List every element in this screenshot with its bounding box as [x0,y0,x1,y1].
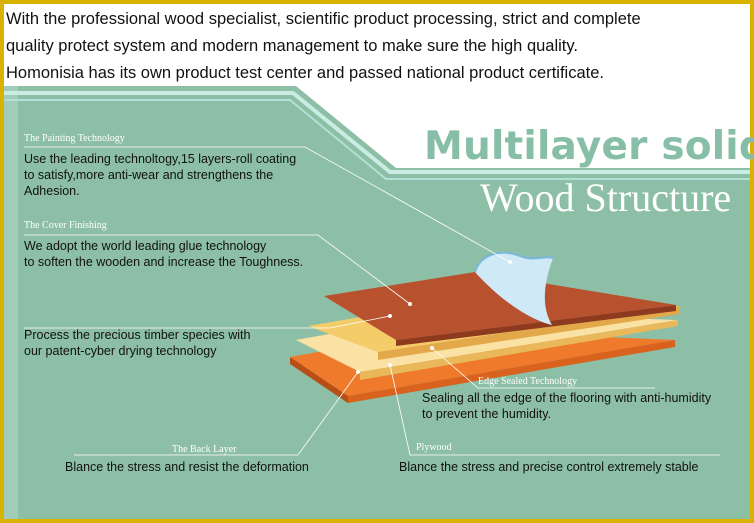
marker-back [356,370,360,374]
marker-cover [408,302,412,306]
top-layer-shape [324,272,676,340]
back-layer-front [348,340,675,403]
back-description: Blance the stress and resist the deforma… [65,459,309,475]
edge-line-1: Sealing all the edge of the flooring wit… [422,391,712,405]
left-strip [4,86,18,519]
back-title: The Back Layer [172,444,237,455]
back-line-1: Blance the stress and resist the deforma… [65,460,309,474]
back-layer-edge [290,357,348,403]
plywood-title: Plywood [416,442,452,453]
decorative-line-2 [4,99,750,180]
painting-line-2: to satisfy,more anti-wear and strengthen… [24,168,274,182]
marker-timber [388,314,392,318]
timber-description: Process the precious timber species with… [24,327,250,359]
cover-line-2: to soften the wooden and increase the To… [24,255,304,269]
edge-title: Edge Sealed Technology [478,376,578,387]
coating-edge [474,251,554,273]
marker-plywood [388,363,392,367]
painting-line-3: Adhesion. [24,184,80,198]
cover-line-1: We adopt the world leading glue technolo… [24,239,267,253]
top-layer-front [396,305,676,346]
intro-text: With the professional wood specialist, s… [6,6,746,87]
painting-title: The Painting Technology [24,133,125,144]
marker-edge [430,346,434,350]
leader-back [74,371,359,456]
plywood-description: Blance the stress and precise control ex… [399,459,698,475]
intro-line-2: quality protect system and modern manage… [6,37,578,55]
cover-description: We adopt the world leading glue technolo… [24,238,303,270]
leader-timber [24,315,391,329]
edge-description: Sealing all the edge of the flooring wit… [422,390,711,422]
cover-title: The Cover Finishing [24,220,107,231]
intro-line-3: Homonisia has its own product test cente… [6,64,604,82]
coating-film [475,252,553,325]
edge-line-2: to prevent the humidity. [422,407,552,421]
painting-line-1: Use the leading technoltogy,15 layers-ro… [24,152,297,166]
title-multilayer: Multilayer solid [424,124,754,169]
plywood-front [360,320,678,380]
decorative-line-1 [4,91,750,174]
marker-painting [508,260,512,264]
leader-edge [431,347,655,389]
timber-line-2: our patent-cyber drying technology [24,344,217,358]
leader-cover [24,234,411,305]
timber-line-1: Process the precious timber species with [24,328,251,342]
painting-description: Use the leading technoltogy,15 layers-ro… [24,151,296,199]
leader-plywood [389,364,720,456]
title-band [296,86,750,168]
leader-painting [24,146,511,263]
title-wood-structure: Wood Structure [480,175,732,220]
plywood-line-1: Blance the stress and precise control ex… [399,460,699,474]
intro-line-1: With the professional wood specialist, s… [6,10,641,28]
